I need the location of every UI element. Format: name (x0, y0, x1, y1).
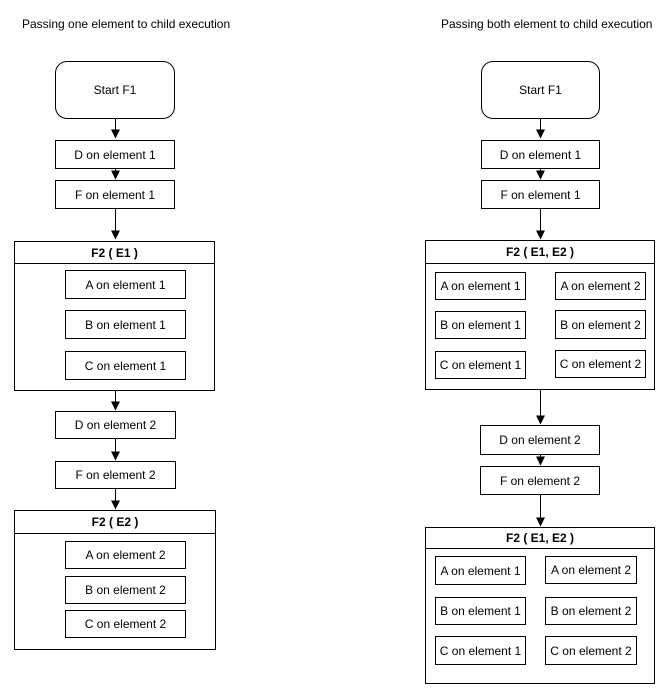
node-b-element2-left: B on element 2 (65, 576, 186, 604)
node-b-element1-left: B on element 1 (65, 310, 186, 339)
node-c-element2-left: C on element 2 (65, 610, 186, 638)
container-f2-e1e2-bottom-header: F2 ( E1, E2 ) (426, 528, 654, 549)
node-c-element2-right-bottom: C on element 2 (545, 636, 637, 665)
node-start-f1-right: Start F1 (481, 61, 600, 119)
node-c-element1-right-top: C on element 1 (435, 351, 526, 379)
node-d-element2-right: D on element 2 (480, 425, 600, 455)
node-b-element1-right-top: B on element 1 (435, 311, 526, 339)
right-diagram-title: Passing both element to child execution (441, 17, 653, 31)
node-d-element1-left: D on element 1 (55, 140, 175, 169)
node-c-element1-right-bottom: C on element 1 (435, 636, 526, 665)
node-b-element1-right-bottom: B on element 1 (435, 597, 526, 625)
node-a-element2-right-bottom: A on element 2 (545, 556, 637, 584)
node-a-element1-left: A on element 1 (65, 270, 186, 299)
node-a-element2-left: A on element 2 (65, 541, 186, 569)
left-diagram-title: Passing one element to child execution (22, 17, 231, 31)
node-d-element1-right: D on element 1 (481, 140, 600, 169)
container-f2-e1e2-top-header: F2 ( E1, E2 ) (426, 241, 654, 264)
node-f-element1-left: F on element 1 (55, 180, 175, 209)
container-f2-e2-header: F2 ( E2 ) (15, 511, 215, 534)
node-a-element2-right-top: A on element 2 (555, 272, 646, 300)
node-b-element2-right-top: B on element 2 (555, 310, 646, 339)
node-a-element1-right-bottom: A on element 1 (435, 556, 526, 585)
node-b-element2-right-bottom: B on element 2 (545, 597, 637, 625)
container-f2-e1-header: F2 ( E1 ) (15, 242, 214, 264)
node-f-element2-left: F on element 2 (55, 461, 176, 489)
node-f-element2-right: F on element 2 (480, 466, 600, 495)
node-c-element2-right-top: C on element 2 (555, 350, 646, 378)
node-f-element1-right: F on element 1 (481, 180, 600, 209)
node-c-element1-left: C on element 1 (65, 351, 186, 380)
node-d-element2-left: D on element 2 (55, 411, 176, 439)
node-start-f1-left: Start F1 (55, 61, 175, 119)
node-a-element1-right-top: A on element 1 (435, 272, 526, 300)
